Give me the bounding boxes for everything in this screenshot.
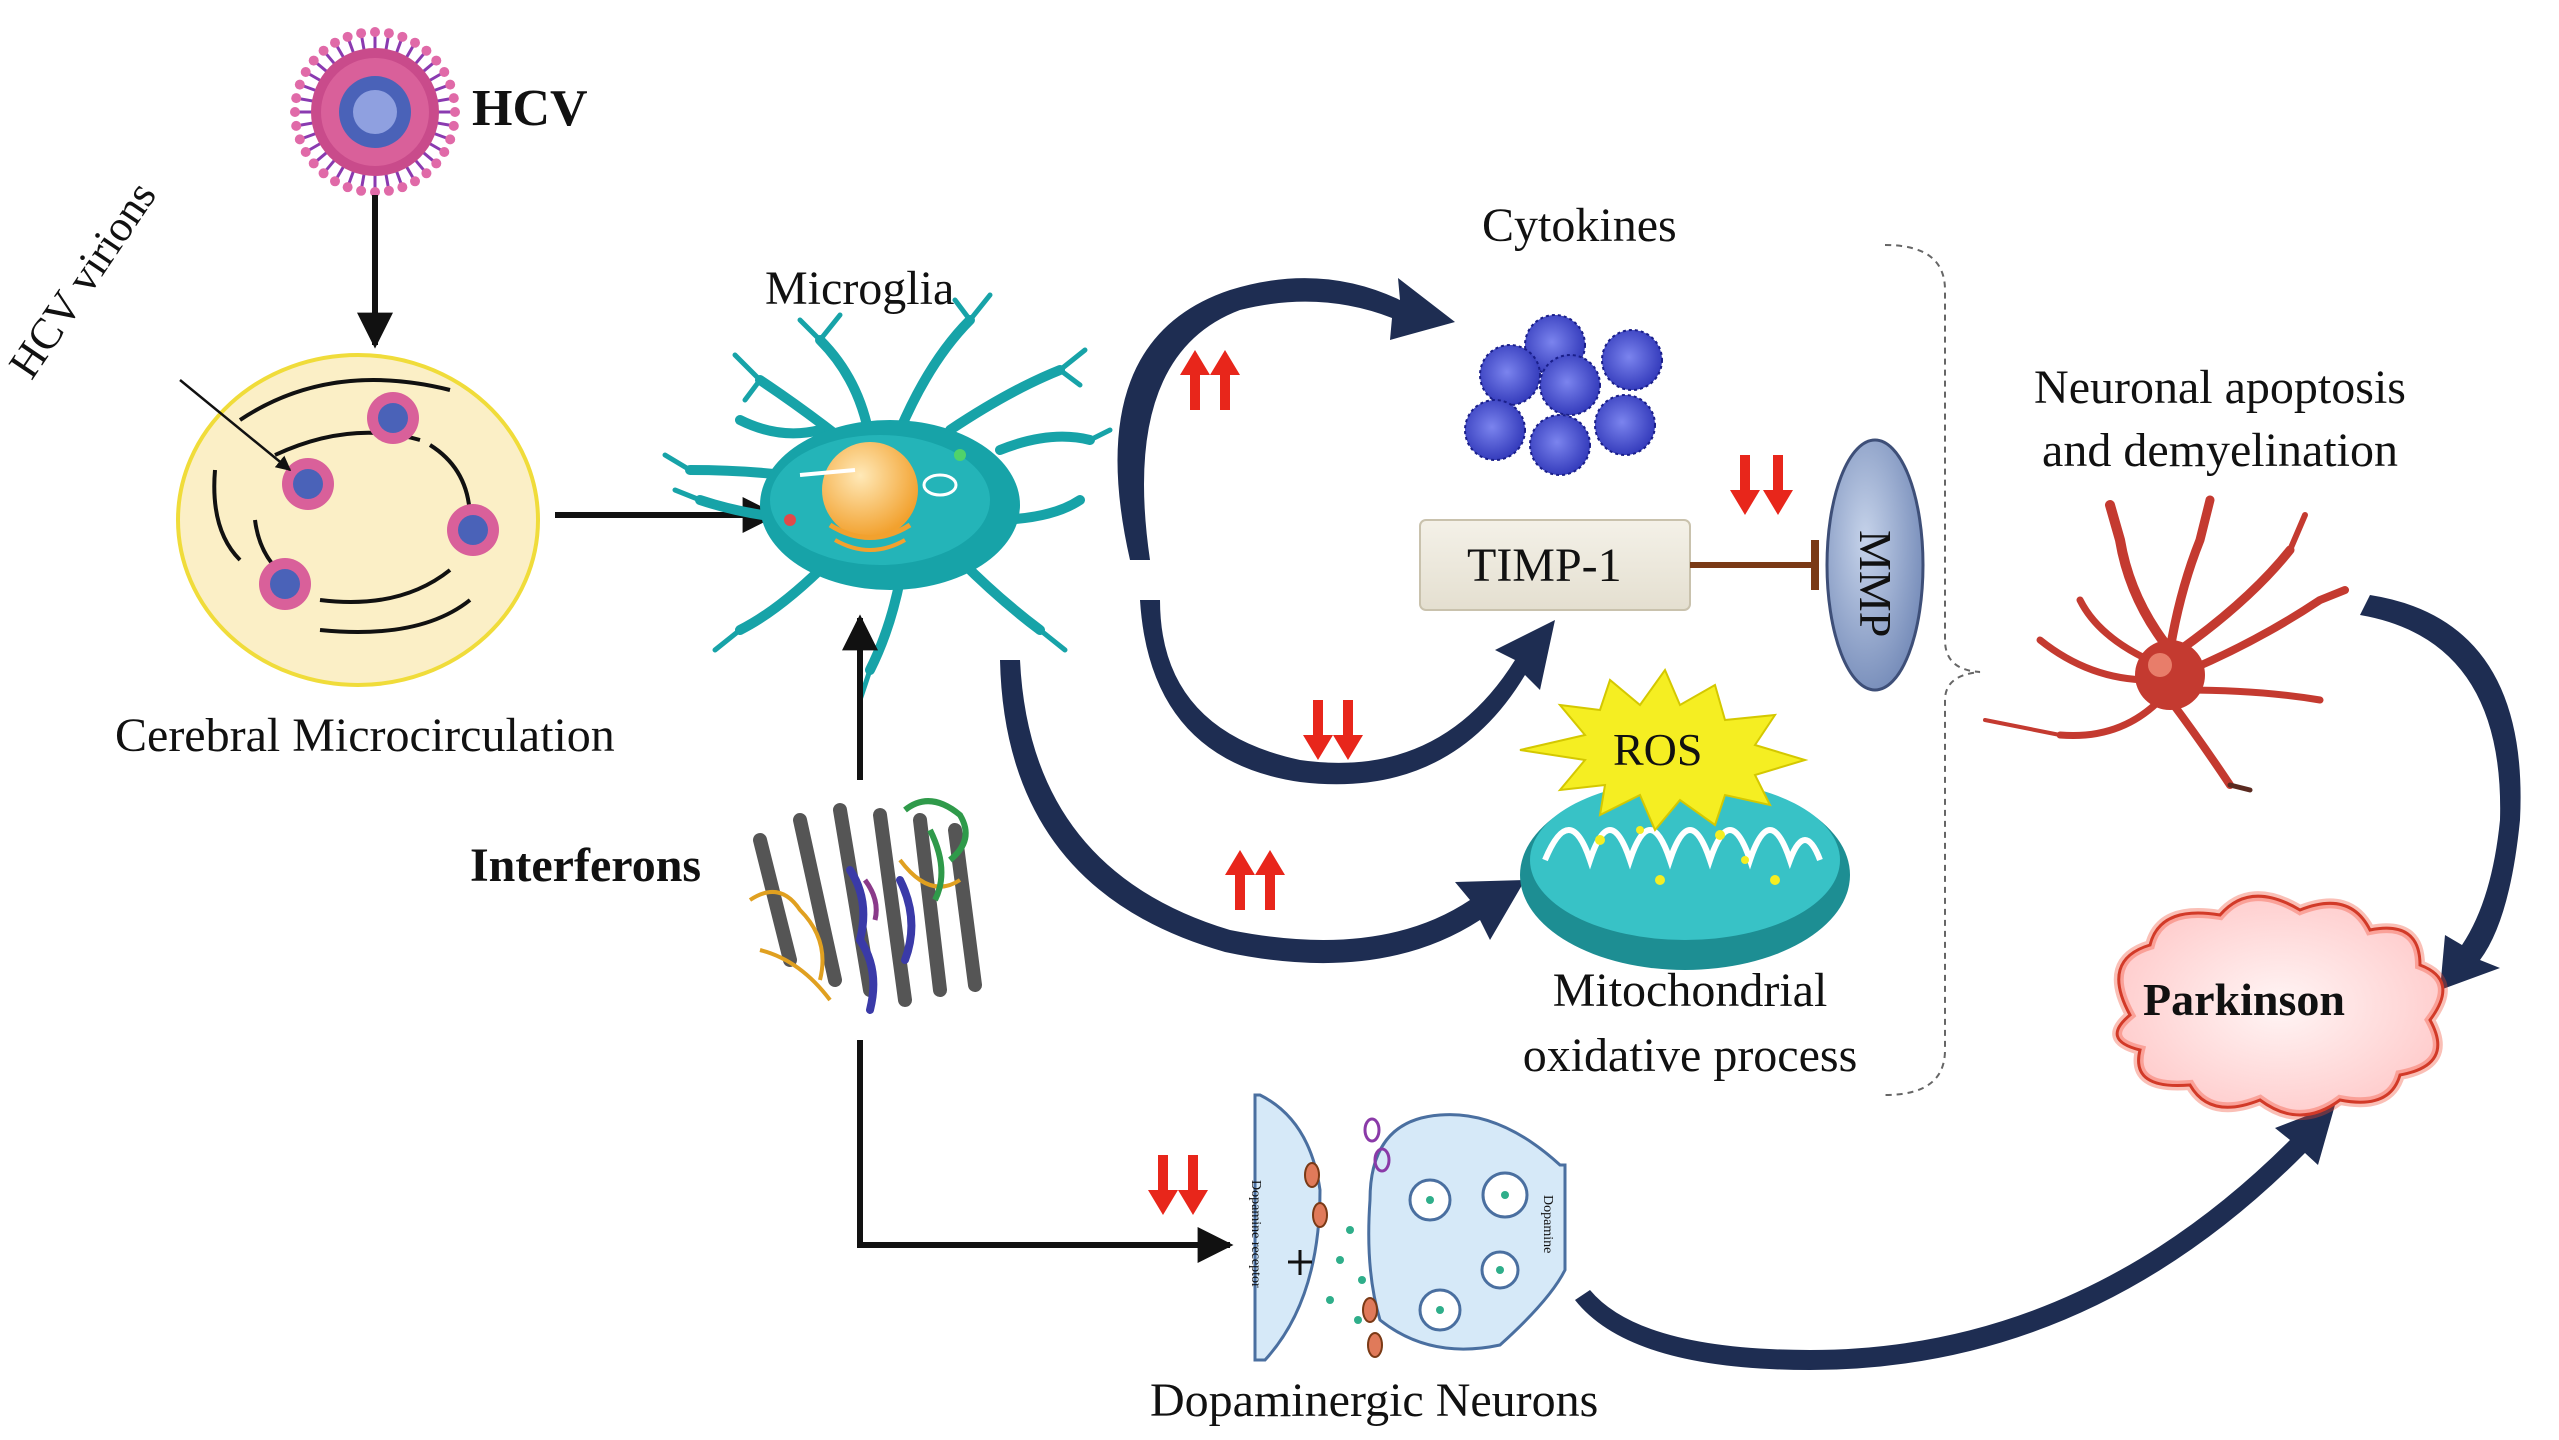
hcv-spike-tip — [356, 28, 367, 39]
hcv-spike-tip — [439, 67, 450, 77]
hcv-spike-tip — [410, 176, 420, 187]
hcv-virion-1 — [367, 392, 419, 444]
label-parkinson: Parkinson — [2143, 974, 2345, 1025]
hcv-spike-tip — [431, 55, 442, 66]
hcv-spike-tip — [318, 168, 329, 179]
hcv-spike-tip — [421, 45, 432, 56]
hcv-spike-tip — [342, 31, 353, 42]
microglia-cell-icon — [662, 292, 1113, 703]
label-mito-line1: Mitochondrial — [1552, 964, 1828, 1017]
hcv-spike-tip — [294, 79, 305, 90]
hcv-spike-tip — [448, 93, 459, 104]
arrow-synapse-to-parkinson — [1575, 1105, 2335, 1370]
label-apoptosis-line2: and demyelination — [2042, 424, 2398, 477]
hcv-spike-tip — [330, 37, 340, 48]
cytokine-cluster — [1464, 314, 1663, 476]
arrow-to-timp1 — [1140, 600, 1555, 785]
arrow-interferon-to-synapse — [857, 1040, 1234, 1263]
curved-arrows — [1000, 278, 2521, 1370]
hcv-spike-tip — [370, 27, 380, 37]
hcv-spike-tip — [410, 37, 420, 48]
hcv-spike-tip — [291, 120, 302, 131]
parkinson-cloud-icon — [2112, 891, 2448, 1120]
hcv-spike-tip — [356, 185, 367, 196]
label-cerebral-microcirculation: Cerebral Microcirculation — [115, 709, 615, 762]
hcv-spike-tip — [318, 45, 329, 56]
hcv-virus-icon — [290, 27, 460, 197]
label-dopamine: Dopamine — [1540, 1195, 1555, 1254]
hcv-spike-tip — [291, 93, 302, 104]
hcv-spike-tip — [397, 31, 408, 42]
hcv-spike-tip — [383, 185, 394, 196]
hcv-virion-4 — [259, 558, 311, 610]
arrow-neuron-to-parkinson — [2360, 595, 2521, 990]
hcv-spike-tip — [445, 79, 456, 90]
hcv-spike-tip — [445, 134, 456, 145]
hcv-spike-tip — [431, 158, 442, 169]
label-cytokines: Cytokines — [1482, 199, 1677, 252]
label-mmp: MMP — [1850, 530, 1901, 638]
label-interferons: Interferons — [470, 839, 702, 892]
label-mito-line2: oxidative process — [1522, 1029, 1858, 1082]
arrow-to-cytokines — [1117, 278, 1455, 560]
hcv-spike-tip — [397, 182, 408, 193]
hcv-spike-tip — [300, 147, 311, 157]
indicator-timp1-mmp-down — [1730, 455, 1793, 515]
mmp-ellipse — [1825, 438, 1925, 692]
label-timp1: TIMP-1 — [1467, 539, 1622, 592]
indicator-dopaminergic-down — [1148, 1155, 1208, 1215]
ros-star-icon — [1519, 667, 1809, 832]
hcv-spike-tip — [294, 134, 305, 145]
label-apoptosis-line1: Neuronal apoptosis — [2034, 361, 2406, 414]
label-microglia: Microglia — [765, 262, 955, 315]
indicator-cytokines-up — [1180, 350, 1240, 410]
hcv-virion-2 — [282, 458, 334, 510]
hcv-spike-tip — [450, 107, 460, 117]
hcv-spike-tip — [370, 187, 380, 197]
label-ros: ROS — [1613, 724, 1703, 775]
hcv-spike-tip — [330, 176, 340, 187]
label-dopaminergic-neurons: Dopaminergic Neurons — [1150, 1374, 1599, 1427]
hcv-spike-tip — [300, 67, 311, 77]
neuron-icon — [1983, 495, 2349, 793]
hcv-spike-tip — [383, 28, 394, 39]
hcv-spike-tip — [448, 120, 459, 131]
hcv-virion-3 — [447, 504, 499, 556]
hcv-spike-tip — [342, 182, 353, 193]
indicator-timp1-pathway-down — [1303, 700, 1363, 760]
arrow-to-mitochondria — [1000, 660, 1525, 964]
label-hcv: HCV — [472, 80, 588, 137]
hcv-spike-tip — [421, 168, 432, 179]
dashed-bracket — [1884, 244, 1981, 1096]
pointer-hcv-virions — [179, 379, 292, 471]
hcv-spike-tip — [439, 147, 450, 157]
hcv-spike-tip — [290, 107, 300, 117]
indicator-ros-up — [1225, 850, 1285, 910]
hcv-spike-tip — [308, 158, 319, 169]
mitochondria-icon — [1520, 780, 1850, 970]
interferon-protein-icon — [748, 798, 982, 1014]
hcv-spike-tip — [308, 55, 319, 66]
label-dopamine-receptor: Dopamine receptor — [1248, 1180, 1263, 1288]
synapse-icon — [1253, 1093, 1567, 1362]
